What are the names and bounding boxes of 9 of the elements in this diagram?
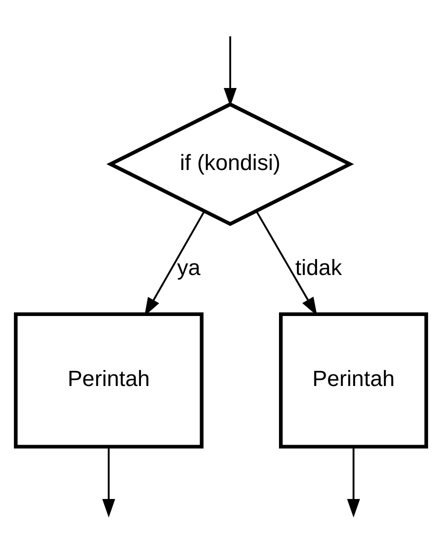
arrow (347, 446, 360, 517)
arrow (256, 210, 318, 316)
node-box: Perintah (278, 312, 428, 448)
arrow (224, 36, 237, 106)
arrow (102, 446, 116, 517)
edge-label: ya (177, 254, 200, 280)
node-box: Perintah (14, 312, 204, 448)
node-diamond: if (kondisi) (106, 102, 354, 226)
edge-label: tidak (295, 254, 342, 280)
